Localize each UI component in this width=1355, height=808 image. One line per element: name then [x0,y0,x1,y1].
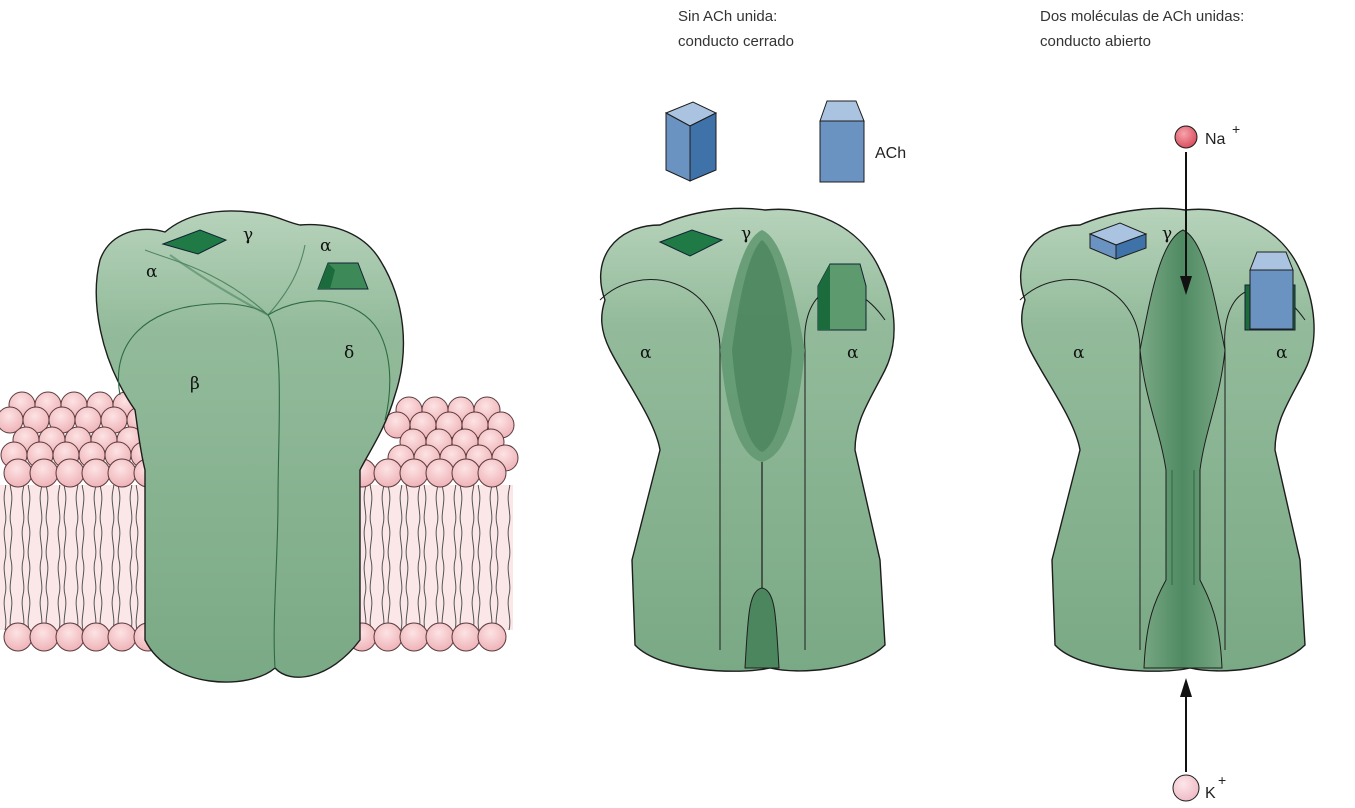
closed-title-line2: conducto cerrado [678,33,794,50]
k-efflux-arrow [1180,678,1192,772]
open-title-line2: conducto abierto [1040,33,1151,50]
lipid-head [4,623,32,651]
ach-label: ACh [875,145,906,162]
k-charge: + [1218,772,1226,788]
label-alpha-2: α [320,236,332,256]
na-ion [1175,126,1197,148]
label-alpha-5: α [1073,343,1085,363]
lipid-head [108,623,136,651]
ach-bound-2 [1245,252,1295,330]
lipid-head [30,623,58,651]
lipid-head [56,623,84,651]
lipid-head [400,459,428,487]
k-label: K [1205,785,1216,802]
lipid-head [452,459,480,487]
label-gamma-1: γ [243,225,253,245]
lipid-head [478,623,506,651]
ach-molecule-free-1 [666,102,716,181]
lipid-head [374,623,402,651]
lipid-head [82,623,110,651]
k-ion [1173,775,1199,801]
receptor-open [1020,208,1314,671]
lipid-head [452,623,480,651]
ach-molecule-free-2 [820,101,864,182]
open-title-line1: Dos moléculas de ACh unidas: [1040,8,1244,25]
lipid-head [30,459,58,487]
label-beta: β [190,374,200,394]
lipid-head [56,459,84,487]
lipid-head [478,459,506,487]
lipid-head [400,623,428,651]
label-alpha-4: α [847,343,859,363]
na-charge: + [1232,121,1240,137]
lipid-head [374,459,402,487]
lipid-head [4,459,32,487]
lipid-head [108,459,136,487]
na-label: Na [1205,131,1226,148]
lipid-head [82,459,110,487]
label-alpha-1: α [146,262,158,282]
label-alpha-3: α [640,343,652,363]
lipid-head [426,459,454,487]
label-gamma-3: γ [1162,224,1172,244]
receptor-closed [600,208,894,671]
label-gamma-2: γ [741,224,751,244]
lipid-head [426,623,454,651]
closed-title-line1: Sin ACh unida: [678,8,777,25]
label-delta: δ [344,343,354,363]
label-alpha-6: α [1276,343,1288,363]
